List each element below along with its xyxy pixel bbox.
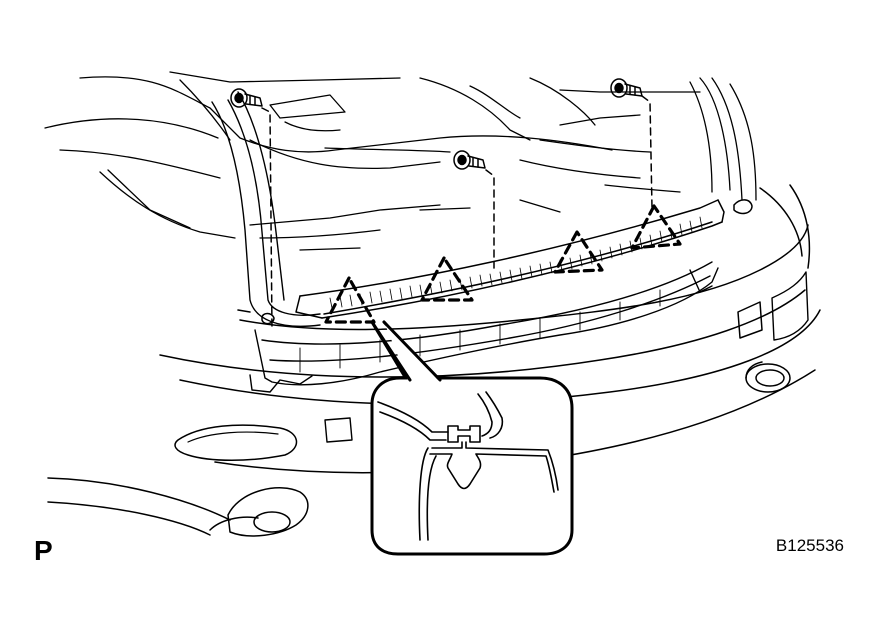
left-reflector — [174, 424, 298, 461]
clip-triangle-4 — [630, 204, 682, 250]
reinforcement-hatching — [299, 289, 661, 373]
scuff-plate-hatching — [329, 216, 703, 309]
screw-leader-lines — [261, 95, 653, 331]
bumper-reinforcement — [249, 261, 719, 393]
clip-detail-drawing — [377, 391, 559, 541]
view-letter-label: P — [34, 535, 53, 566]
screw-left — [230, 88, 263, 108]
left-bumper-opening — [324, 417, 353, 443]
figure-id-label: B125536 — [775, 536, 844, 555]
clip-triangle-1 — [324, 276, 376, 324]
rear-scuff-plate — [295, 199, 725, 319]
left-exhaust-tip — [209, 487, 309, 537]
right-bumper-ridge — [771, 271, 809, 341]
left-reflector-inner — [187, 431, 279, 443]
screw-right — [610, 78, 643, 98]
liftgate-side-trim — [211, 91, 321, 327]
vehicle-body-outline — [44, 71, 757, 251]
clip-triangle-2 — [420, 256, 474, 302]
screw-middle — [453, 150, 486, 170]
right-reflector — [737, 301, 763, 339]
rear-bumper-body — [47, 184, 821, 536]
clip-detail-callout — [370, 320, 574, 556]
right-exhaust-tip — [745, 361, 791, 393]
clip-triangle-3 — [553, 230, 604, 274]
clip-locations — [324, 204, 682, 324]
